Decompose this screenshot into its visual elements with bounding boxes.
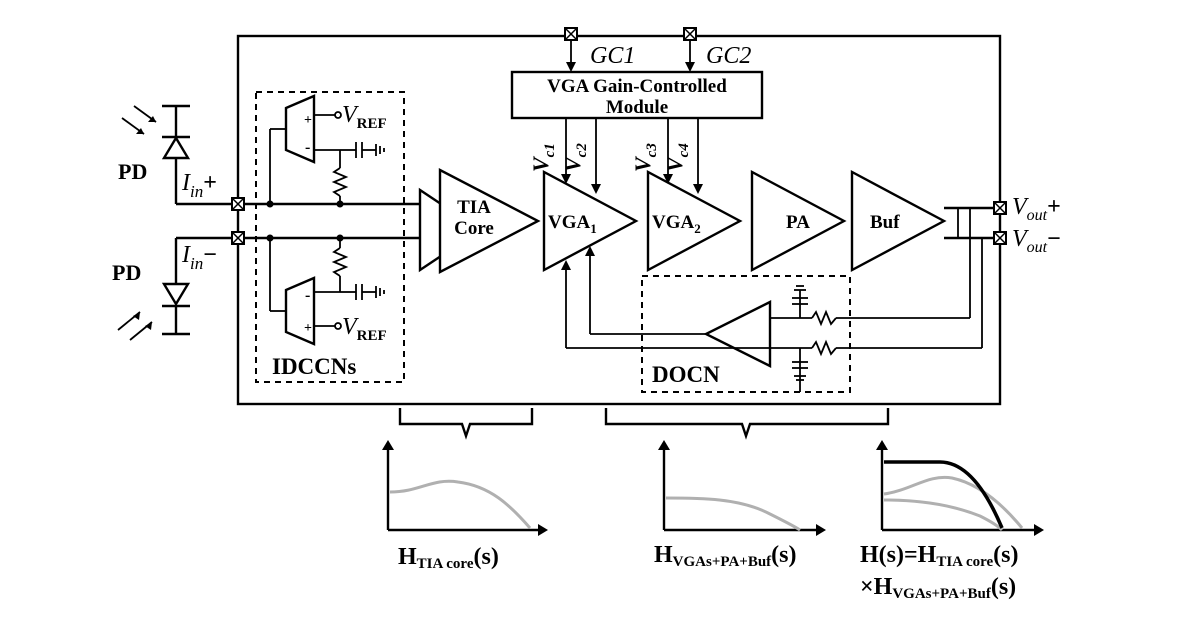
vout-minus-label: Vout− <box>1012 226 1061 256</box>
vc2-label: Vc2 <box>560 143 590 172</box>
svg-text:-: - <box>305 139 310 156</box>
svg-text:+: + <box>304 321 312 336</box>
output-wiring <box>944 206 994 348</box>
vref-top-label: VREF <box>342 102 387 132</box>
photodiode-top <box>121 104 238 206</box>
vc3-label: Vc3 <box>630 143 660 172</box>
docn-circuit <box>561 246 982 392</box>
pa-block <box>750 170 847 272</box>
pd-bottom-label: PD <box>112 260 141 285</box>
h-total-label-line1: H(s)=HTIA core(s) <box>860 542 1018 570</box>
vga1-block <box>542 170 639 272</box>
module-label-line2: Module <box>606 97 668 118</box>
plot-tia-core <box>382 440 548 536</box>
brace-tia <box>398 408 534 440</box>
vc1-label: Vc1 <box>528 143 558 172</box>
docn-box <box>641 275 851 393</box>
gc2-label: GC2 <box>706 43 751 69</box>
vga1-label: VGA1 <box>548 212 597 236</box>
idccn-box <box>255 91 405 383</box>
brace-vga <box>604 408 890 440</box>
vga2-block <box>646 170 743 272</box>
docn-label: DOCN <box>652 362 720 387</box>
module-label-line1: VGA Gain-Controlled <box>547 76 727 97</box>
chip-boundary <box>236 34 1002 406</box>
gain-control-module <box>510 70 764 120</box>
idccn-bottom-circuit: + - <box>266 234 385 346</box>
h-tia-label: HTIA core(s) <box>398 544 499 572</box>
tia-label-line2: Core <box>454 218 494 239</box>
svg-text:+: + <box>304 113 312 128</box>
svg-text:-: - <box>305 287 310 304</box>
vref-bottom-label: VREF <box>342 314 387 344</box>
output-pad-plus <box>993 201 1007 215</box>
gc1-label: GC1 <box>590 43 635 69</box>
vc4-label: Vc4 <box>662 143 692 172</box>
input-pad-plus <box>231 197 245 211</box>
input-pad-minus <box>231 231 245 245</box>
idccn-label: IDCCNs <box>272 354 356 379</box>
iin-minus-label: Iin− <box>181 242 217 273</box>
pd-top-label: PD <box>118 159 147 184</box>
tia-label-line1: TIA <box>457 197 491 218</box>
vga2-label: VGA2 <box>652 212 701 236</box>
vout-plus-label: Vout+ <box>1012 194 1061 224</box>
buf-label: Buf <box>870 212 900 233</box>
iin-plus-label: Iin+ <box>181 170 217 201</box>
h-total-label-line2: ×HVGAs+PA+Buf(s) <box>860 574 1016 602</box>
h-vga-label: HVGAs+PA+Buf(s) <box>654 542 797 570</box>
idccn-top-circuit: + - <box>266 94 385 208</box>
output-pad-minus <box>993 231 1007 245</box>
pa-label: PA <box>786 212 810 233</box>
gc-pads <box>564 27 697 72</box>
photodiode-bottom <box>117 236 238 341</box>
buf-block <box>850 170 947 272</box>
control-voltage-lines <box>561 118 703 194</box>
plot-vga-chain <box>658 440 826 536</box>
tia-core-block <box>418 168 541 274</box>
plot-total <box>876 440 1044 536</box>
